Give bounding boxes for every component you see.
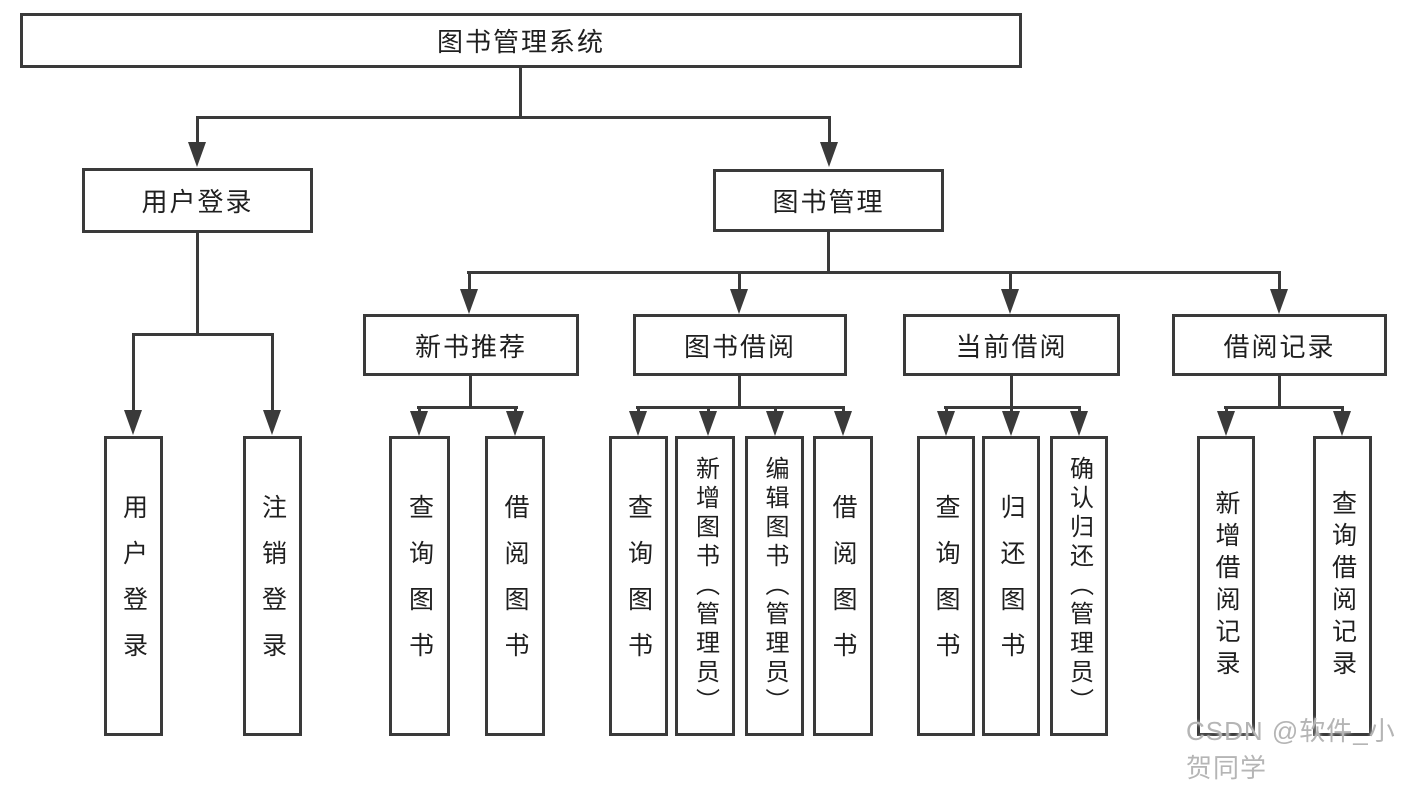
connector-line [132, 333, 274, 336]
node-label: 查询借阅记录 [1328, 490, 1357, 682]
connector-line [467, 271, 1281, 274]
arrow-down-icon [124, 336, 142, 435]
arrow-down-icon [1070, 409, 1088, 436]
arrow-down-icon [1002, 409, 1020, 436]
leaf-confirm-return-admin: 确认归还（管理员） [1050, 436, 1108, 736]
leaf-query-borrow-record: 查询借阅记录 [1313, 436, 1372, 736]
node-book-management-module: 图书管理 [713, 169, 944, 232]
node-label: 新增借阅记录 [1212, 490, 1240, 682]
arrow-down-icon [263, 336, 281, 435]
leaf-logout: 注销登录 [243, 436, 302, 736]
node-current-borrowing: 当前借阅 [903, 314, 1120, 376]
arrow-down-icon [410, 409, 428, 436]
arrow-down-icon [188, 117, 206, 167]
arrow-down-icon [1217, 409, 1235, 436]
node-label: 注销登录 [258, 494, 287, 678]
connector-line [738, 376, 741, 409]
leaf-query-books-current: 查询图书 [917, 436, 975, 736]
node-label: 用户登录 [119, 494, 148, 678]
leaf-return-books: 归还图书 [982, 436, 1040, 736]
leaf-edit-book-admin: 编辑图书（管理员） [745, 436, 804, 736]
leaf-add-borrow-record: 新增借阅记录 [1197, 436, 1255, 736]
arrow-down-icon [1270, 274, 1288, 314]
node-label: 查询图书 [624, 494, 653, 678]
node-label: 图书借阅 [683, 331, 796, 362]
node-label: 用户登录 [141, 187, 254, 217]
connector-line [1278, 376, 1281, 409]
node-label: 图书管理系统 [436, 27, 605, 57]
connector-line [519, 68, 522, 118]
node-label: 新书推荐 [414, 331, 527, 362]
arrow-down-icon [834, 409, 852, 436]
connector-line [1224, 406, 1344, 409]
node-label: 查询图书 [405, 494, 434, 678]
leaf-borrow-books-borrowing: 借阅图书 [813, 436, 873, 736]
arrow-down-icon [460, 274, 478, 314]
arrow-down-icon [1001, 274, 1019, 314]
arrow-down-icon [730, 274, 748, 314]
connector-line [944, 406, 1081, 409]
arrow-down-icon [820, 117, 838, 167]
connector-line [469, 376, 472, 409]
node-label: 归还图书 [997, 494, 1025, 678]
arrow-down-icon [699, 409, 717, 436]
node-label: 借阅图书 [829, 494, 857, 678]
csdn-watermark: CSDN @软件_小贺同学 [1186, 716, 1396, 783]
node-label: 借阅记录 [1223, 331, 1336, 362]
connector-line [196, 233, 199, 336]
leaf-query-books-recommend: 查询图书 [389, 436, 450, 736]
node-library-management-system: 图书管理系统 [20, 13, 1022, 68]
node-borrowing-records: 借阅记录 [1172, 314, 1387, 376]
arrow-down-icon [506, 409, 524, 436]
connector-line [636, 406, 845, 409]
arrow-down-icon [629, 409, 647, 436]
connector-line [417, 406, 518, 409]
leaf-query-books-borrowing: 查询图书 [609, 436, 668, 736]
arrow-down-icon [1333, 409, 1351, 436]
node-label: 借阅图书 [501, 494, 529, 678]
node-label: 新增图书（管理员） [691, 455, 719, 717]
node-book-borrowing: 图书借阅 [633, 314, 847, 376]
connector-line [1010, 376, 1013, 409]
connector-line [196, 116, 831, 119]
node-new-book-recommendation: 新书推荐 [363, 314, 579, 376]
arrow-down-icon [766, 409, 784, 436]
connector-line [827, 232, 830, 274]
node-label: 确认归还（管理员） [1065, 455, 1093, 717]
node-label: 查询图书 [932, 494, 960, 678]
node-label: 当前借阅 [955, 331, 1068, 362]
node-label: 图书管理 [772, 187, 885, 217]
node-label: 编辑图书（管理员） [761, 455, 788, 717]
leaf-user-login: 用户登录 [104, 436, 163, 736]
leaf-borrow-books-recommend: 借阅图书 [485, 436, 545, 736]
leaf-add-book-admin: 新增图书（管理员） [675, 436, 735, 736]
node-user-login-module: 用户登录 [82, 168, 313, 233]
arrow-down-icon [937, 409, 955, 436]
